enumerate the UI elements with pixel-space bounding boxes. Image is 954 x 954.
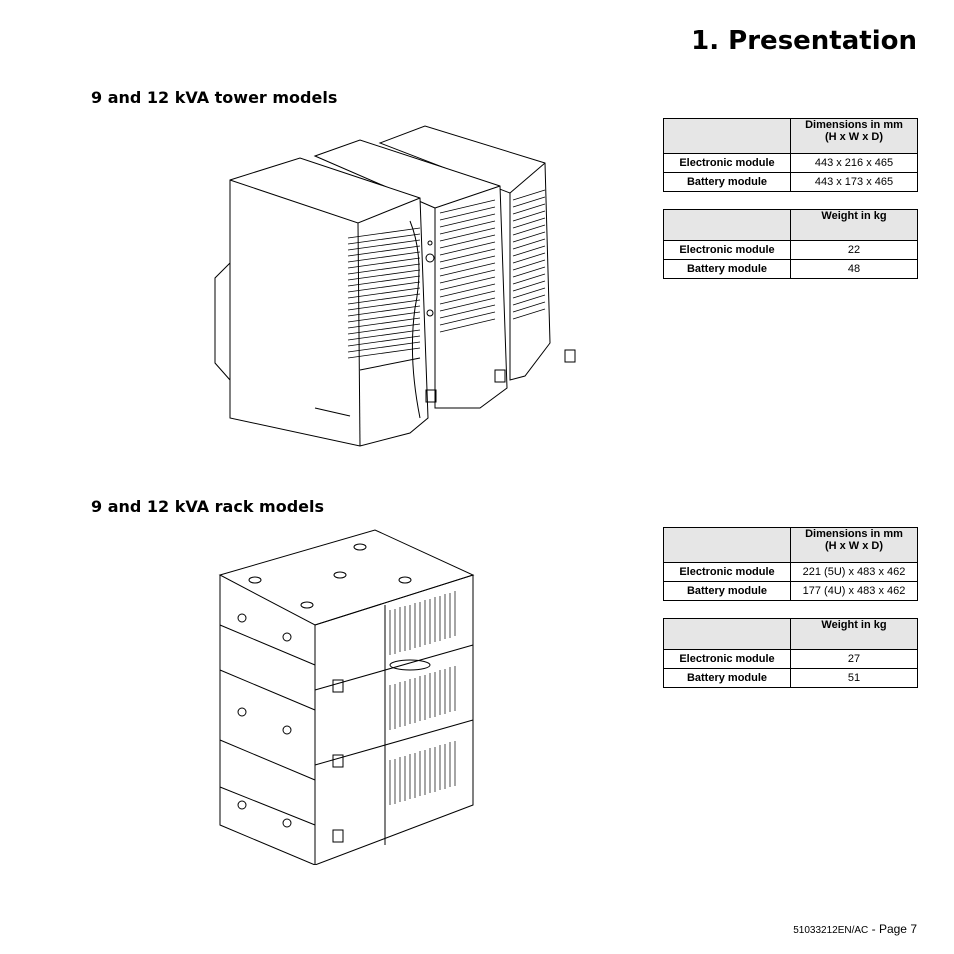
table-row: Battery module 51: [663, 668, 918, 688]
table-row: Electronic module 221 (5U) x 483 x 462: [663, 562, 918, 582]
tower-weight-table: Weight in kg Electronic module 22 Batter…: [663, 209, 918, 279]
table-header-weight: Weight in kg: [790, 618, 918, 650]
page-footer: 51033212EN/AC - Page 7: [793, 922, 917, 936]
tower-ups-illustration: [210, 118, 590, 448]
row-label: Electronic module: [663, 240, 791, 260]
page-title: 1. Presentation: [691, 26, 917, 56]
row-label: Battery module: [663, 581, 791, 601]
row-value: 443 x 216 x 465: [790, 153, 918, 173]
row-value: 27: [790, 649, 918, 669]
row-label: Electronic module: [663, 153, 791, 173]
table-header-blank: [663, 618, 791, 650]
tower-dimensions-table: Dimensions in mm(H x W x D) Electronic m…: [663, 118, 918, 192]
rack-dimensions-table: Dimensions in mm(H x W x D) Electronic m…: [663, 527, 918, 601]
rack-weight-table: Weight in kg Electronic module 27 Batter…: [663, 618, 918, 688]
row-value: 48: [790, 259, 918, 279]
row-label: Battery module: [663, 668, 791, 688]
row-value: 22: [790, 240, 918, 260]
rack-ups-illustration: [215, 525, 485, 865]
page-number: - Page 7: [871, 922, 917, 936]
table-header-blank: [663, 118, 791, 154]
table-header-weight: Weight in kg: [790, 209, 918, 241]
row-label: Battery module: [663, 172, 791, 192]
row-label: Battery module: [663, 259, 791, 279]
row-label: Electronic module: [663, 649, 791, 669]
table-row: Battery module 443 x 173 x 465: [663, 172, 918, 192]
table-row: Electronic module 22: [663, 240, 918, 260]
table-header-blank: [663, 209, 791, 241]
rack-grille: [390, 591, 455, 805]
section-title-tower: 9 and 12 kVA tower models: [91, 88, 338, 107]
row-value: 177 (4U) x 483 x 462: [790, 581, 918, 601]
table-row: Electronic module 27: [663, 649, 918, 669]
front-grille: [348, 228, 420, 358]
table-header-blank: [663, 527, 791, 563]
document-reference: 51033212EN/AC: [793, 925, 869, 936]
section-title-rack: 9 and 12 kVA rack models: [91, 497, 324, 516]
rear-grille: [440, 190, 545, 332]
table-row: Electronic module 443 x 216 x 465: [663, 153, 918, 173]
row-value: 443 x 173 x 465: [790, 172, 918, 192]
table-header-dimensions: Dimensions in mm(H x W x D): [790, 527, 918, 563]
table-row: Battery module 48: [663, 259, 918, 279]
table-row: Battery module 177 (4U) x 483 x 462: [663, 581, 918, 601]
row-label: Electronic module: [663, 562, 791, 582]
row-value: 221 (5U) x 483 x 462: [790, 562, 918, 582]
table-header-dimensions: Dimensions in mm(H x W x D): [790, 118, 918, 154]
row-value: 51: [790, 668, 918, 688]
